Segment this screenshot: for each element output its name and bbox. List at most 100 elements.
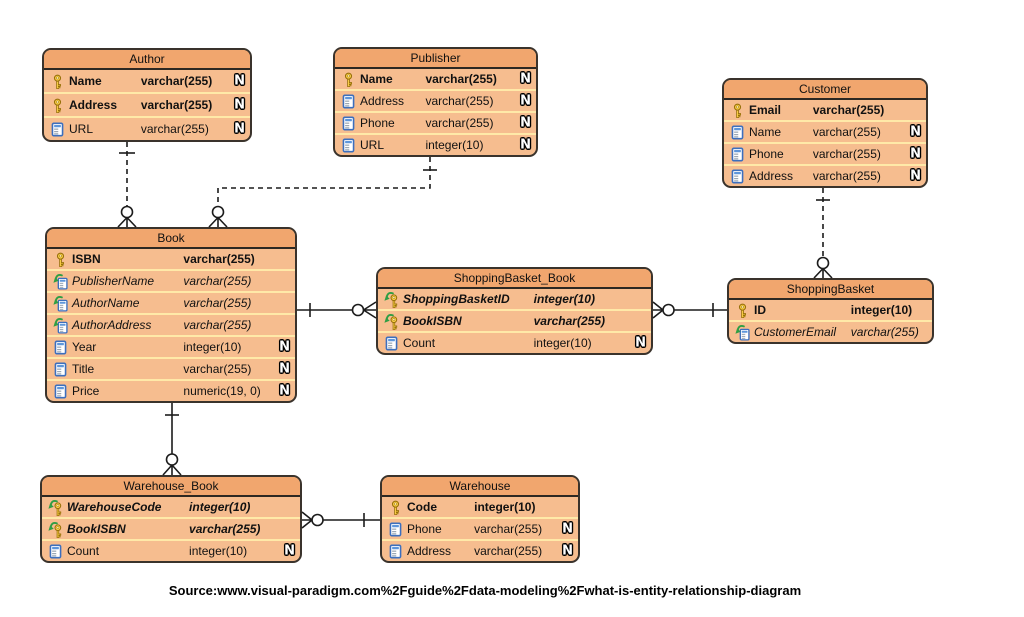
nullable-icon: N <box>562 543 573 559</box>
column-type: integer(10) <box>189 544 248 558</box>
column-icon <box>338 92 358 110</box>
foreign-key-icon <box>732 323 752 341</box>
cardinality-many-crowfoot <box>301 511 313 529</box>
column-name: Title <box>72 362 95 376</box>
column-name: PublisherName <box>72 274 155 288</box>
column-name: Address <box>69 98 118 112</box>
relationship-book-shoppingbasketbook <box>297 301 377 319</box>
column-icon <box>338 114 358 132</box>
column-icon <box>385 542 405 560</box>
entity-book: Book ISBN varchar(255) PublisherName var… <box>45 227 297 403</box>
column-name: BookISBN <box>67 522 126 536</box>
column-icon <box>385 520 405 538</box>
column-row: Count integer(10) N <box>378 331 651 353</box>
column-icon <box>727 145 747 163</box>
column-row: ShoppingBasketID integer(10) <box>378 289 651 309</box>
column-name: ID <box>754 303 766 317</box>
column-row: AuthorName varchar(255) <box>47 291 295 313</box>
column-icon <box>727 123 747 141</box>
cardinality-zero-circle <box>816 256 830 270</box>
column-row: ID integer(10) <box>729 300 932 320</box>
column-row: Phone varchar(255) N <box>724 142 926 164</box>
nullable-icon: N <box>520 115 531 131</box>
nullable-icon: N <box>234 121 245 137</box>
cardinality-zero-circle <box>662 303 675 317</box>
cardinality-many-crowfoot <box>813 267 833 279</box>
column-type: integer(10) <box>850 303 913 317</box>
column-row: Address varchar(255) N <box>44 92 250 116</box>
column-type: varchar(255) <box>812 125 881 139</box>
column-name: Phone <box>749 147 784 161</box>
relationship-shoppingbasketbook-shoppingbasket <box>652 301 727 319</box>
column-name: WarehouseCode <box>67 500 162 514</box>
nullable-icon: N <box>910 124 921 140</box>
column-name: Phone <box>407 522 442 536</box>
primary-key-icon <box>385 498 405 516</box>
entity-customer: Customer Email varchar(255) Name varchar… <box>722 78 928 188</box>
column-type: varchar(255) <box>425 116 494 130</box>
foreign-key-icon <box>50 294 70 312</box>
entity-title: ShoppingBasket_Book <box>378 269 651 289</box>
cardinality-zero-circle <box>165 453 179 466</box>
column-row: BookISBN varchar(255) <box>378 309 651 331</box>
column-row: WarehouseCode integer(10) <box>42 497 300 517</box>
column-name: ShoppingBasketID <box>403 292 510 306</box>
column-type: varchar(255) <box>474 522 543 536</box>
column-row: PublisherName varchar(255) <box>47 269 295 291</box>
column-row: AuthorAddress varchar(255) <box>47 313 295 335</box>
column-row: Phone varchar(255) N <box>382 517 578 539</box>
column-row: Code integer(10) <box>382 497 578 517</box>
cardinality-many-crowfoot <box>162 464 182 476</box>
relationship-book-warehousebook <box>162 403 182 476</box>
column-type: varchar(255) <box>850 325 919 339</box>
column-row: Phone varchar(255) N <box>335 111 536 133</box>
nullable-icon: N <box>279 361 290 377</box>
entity-shoppingbasket-book: ShoppingBasket_Book ShoppingBasketID int… <box>376 267 653 355</box>
primary-foreign-key-icon <box>45 498 65 516</box>
column-name: BookISBN <box>403 314 462 328</box>
column-row: URL varchar(255) N <box>44 116 250 140</box>
relationship-author-book <box>117 142 137 228</box>
column-type: varchar(255) <box>425 72 497 86</box>
entity-author: Author Name varchar(255) N Address varch… <box>42 48 252 142</box>
column-type: integer(10) <box>183 340 242 354</box>
column-icon <box>338 136 358 154</box>
primary-foreign-key-icon <box>381 290 401 308</box>
nullable-icon: N <box>520 71 531 87</box>
source-caption: Source:www.visual-paradigm.com%2Fguide%2… <box>168 583 802 598</box>
nullable-icon: N <box>279 383 290 399</box>
foreign-key-icon <box>50 316 70 334</box>
column-icon <box>50 382 70 400</box>
column-row: CustomerEmail varchar(255) <box>729 320 932 342</box>
primary-key-icon <box>50 250 70 268</box>
column-row: Email varchar(255) <box>724 100 926 120</box>
entity-title: Warehouse <box>382 477 578 497</box>
entity-title: Warehouse_Book <box>42 477 300 497</box>
cardinality-many-crowfoot <box>208 216 228 228</box>
entity-title: Publisher <box>335 49 536 69</box>
column-type: integer(10) <box>474 500 536 514</box>
primary-key-icon <box>338 70 358 88</box>
column-name: AuthorName <box>72 296 140 310</box>
nullable-icon: N <box>520 137 531 153</box>
column-type: varchar(255) <box>183 252 255 266</box>
column-name: Email <box>749 103 782 117</box>
column-type: numeric(19, 0) <box>183 384 261 398</box>
primary-foreign-key-icon <box>45 520 65 538</box>
column-type: varchar(255) <box>812 169 881 183</box>
column-type: varchar(255) <box>189 522 261 536</box>
column-name: Name <box>749 125 782 139</box>
column-row: Name varchar(255) N <box>724 120 926 142</box>
foreign-key-icon <box>50 272 70 290</box>
cardinality-many-crowfoot <box>363 301 377 319</box>
column-name: ISBN <box>72 252 101 266</box>
nullable-icon: N <box>910 168 921 184</box>
column-type: varchar(255) <box>183 274 252 288</box>
column-type: varchar(255) <box>140 98 213 112</box>
column-row: Count integer(10) N <box>42 539 300 561</box>
nullable-icon: N <box>520 93 531 109</box>
column-type: integer(10) <box>189 500 251 514</box>
nullable-icon: N <box>562 521 573 537</box>
column-name: Code <box>407 500 437 514</box>
primary-key-icon <box>732 301 752 319</box>
